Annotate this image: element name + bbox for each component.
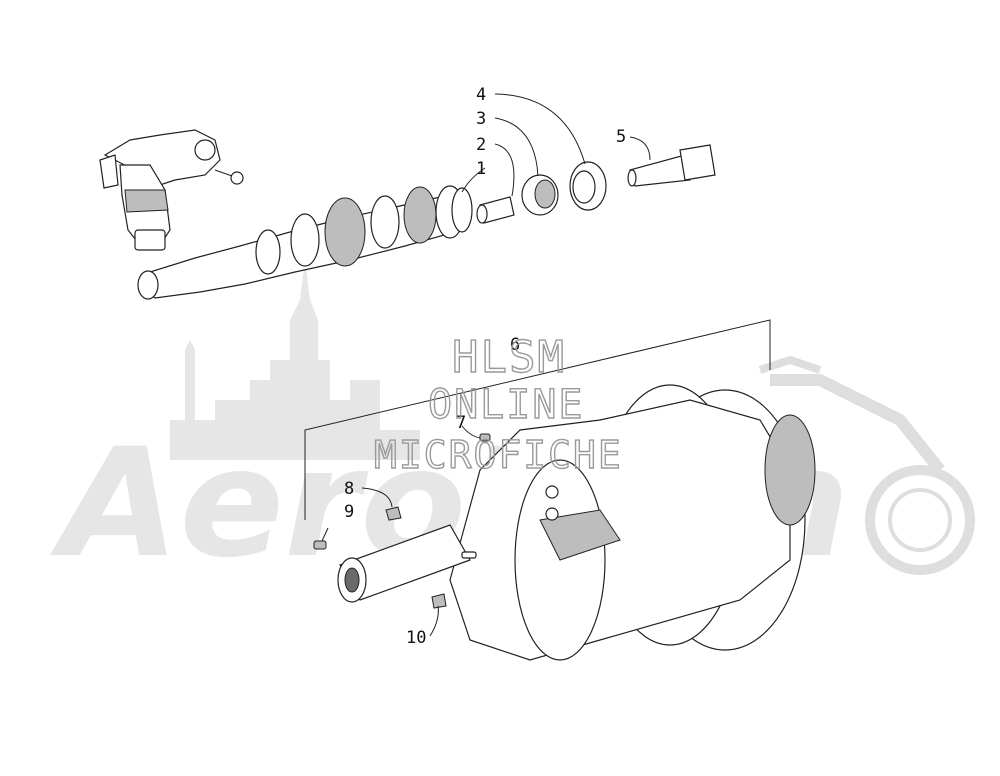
gear xyxy=(521,174,559,216)
callout-8: 8 xyxy=(344,479,354,499)
part-10 xyxy=(431,593,447,609)
callout-1: 1 xyxy=(476,159,486,179)
motorcycle-icon xyxy=(758,355,975,575)
watermark-line-2: ONLINE xyxy=(428,382,585,428)
callout-2: 2 xyxy=(476,135,486,155)
callout-9: 9 xyxy=(344,502,354,522)
callout-5: 5 xyxy=(616,127,626,147)
leader-lines xyxy=(321,93,651,637)
watermark-line-1: HLSM xyxy=(452,332,566,383)
callout-7: 7 xyxy=(456,413,466,433)
camshaft xyxy=(137,185,473,300)
part-9 xyxy=(313,540,327,550)
callout-10: 10 xyxy=(406,628,426,648)
bushing xyxy=(476,196,515,224)
part-8 xyxy=(385,506,402,521)
crankshaft-bracket xyxy=(304,319,771,520)
callout-4: 4 xyxy=(476,85,486,105)
hlsm-watermark: HLSM ONLINE MICROFICHE xyxy=(373,331,623,477)
callout-3: 3 xyxy=(476,109,486,129)
watermark-line-3: MICROFICHE xyxy=(374,433,623,477)
bolt xyxy=(627,144,716,187)
ring xyxy=(569,161,607,211)
callout-6: 6 xyxy=(510,335,520,355)
crankshaft xyxy=(337,384,816,661)
injector-assembly xyxy=(99,129,244,251)
